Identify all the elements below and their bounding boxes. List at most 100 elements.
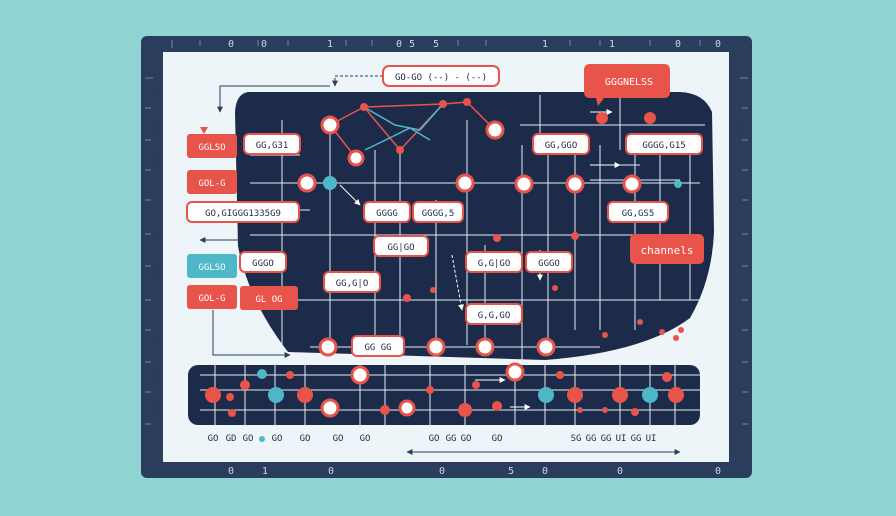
callout-channels: channels bbox=[641, 244, 694, 257]
node[interactable] bbox=[297, 173, 317, 193]
node-label: GGGO bbox=[252, 259, 274, 269]
ruler-label: 0 bbox=[439, 466, 445, 477]
axis-label: UI bbox=[646, 434, 657, 444]
ruler-label: 0 bbox=[715, 39, 721, 50]
node[interactable] bbox=[458, 403, 472, 417]
axis-label: GG bbox=[631, 434, 642, 444]
ring-nodes bbox=[297, 115, 642, 418]
bottom-axis-labels: GO GD GO GO GO GO GO GO GG GO GO SG GG G… bbox=[208, 434, 657, 444]
ruler-label: 0 bbox=[228, 466, 234, 477]
node-label: G,G,GO bbox=[478, 311, 511, 321]
node[interactable] bbox=[320, 398, 340, 418]
node[interactable] bbox=[612, 387, 628, 403]
node[interactable] bbox=[492, 401, 502, 411]
header-label: GO-GO (--) - (--) bbox=[395, 73, 487, 83]
node-label-box[interactable] bbox=[412, 201, 464, 223]
track-nodes bbox=[205, 176, 684, 442]
node[interactable] bbox=[668, 387, 684, 403]
node-label-box[interactable] bbox=[243, 133, 301, 155]
node-label: GG,G|O bbox=[336, 279, 369, 289]
node[interactable] bbox=[642, 387, 658, 403]
node-label-box[interactable] bbox=[465, 303, 523, 325]
node[interactable] bbox=[674, 180, 682, 188]
node-label-box[interactable] bbox=[607, 201, 669, 223]
ruler-label: 0 bbox=[675, 39, 681, 50]
left-label-wide-box[interactable] bbox=[186, 201, 300, 223]
node[interactable] bbox=[257, 369, 267, 379]
node[interactable] bbox=[350, 365, 370, 385]
ruler-label: 11 bbox=[732, 124, 743, 134]
callout-top-right: GGGNELSS bbox=[605, 77, 653, 88]
left-label-red-3-box[interactable] bbox=[187, 285, 237, 309]
node-label-box[interactable] bbox=[323, 271, 381, 293]
left-label-red-1-box[interactable] bbox=[187, 134, 237, 158]
axis-label: GO bbox=[272, 434, 283, 444]
node-label: GL OG bbox=[255, 295, 282, 305]
node-label: G,G|GO bbox=[478, 259, 511, 269]
right-ruler-ticks bbox=[740, 77, 748, 425]
node[interactable] bbox=[323, 176, 337, 190]
left-label-teal: GGLSO bbox=[198, 263, 225, 273]
node-label-box[interactable] bbox=[525, 251, 573, 273]
ruler-label: 1 bbox=[542, 39, 548, 50]
ruler-label: 5 bbox=[508, 466, 514, 477]
node[interactable] bbox=[426, 337, 446, 357]
node-label: GG,GGO bbox=[545, 141, 578, 151]
callout-channels-box[interactable] bbox=[630, 234, 704, 264]
node[interactable] bbox=[320, 115, 340, 135]
node[interactable] bbox=[205, 387, 221, 403]
ruler-label: 1 bbox=[327, 39, 333, 50]
node[interactable] bbox=[455, 173, 475, 193]
ruler-label: 70 bbox=[151, 403, 161, 412]
top-ruler-labels: 0 0 1 0 5 5 1 1 0 0 bbox=[228, 39, 721, 50]
node-label: GGGG bbox=[376, 209, 398, 219]
axis-label: GO bbox=[429, 434, 440, 444]
ruler-label: 0 bbox=[156, 124, 161, 133]
node[interactable] bbox=[505, 362, 525, 382]
left-label-red-2-box[interactable] bbox=[187, 170, 237, 194]
node[interactable] bbox=[485, 120, 505, 140]
node-label-box[interactable] bbox=[465, 251, 523, 273]
axis-label: GO bbox=[360, 434, 371, 444]
node-label-box[interactable] bbox=[240, 286, 298, 310]
node[interactable] bbox=[475, 337, 495, 357]
ruler-label: 0 bbox=[396, 39, 402, 50]
ruler-label: 1 bbox=[156, 337, 161, 346]
node[interactable] bbox=[398, 399, 416, 417]
ruler-label: 1 bbox=[609, 39, 615, 50]
axis-label: GO bbox=[461, 434, 472, 444]
header-label-box[interactable] bbox=[382, 65, 500, 87]
node-label: GG GG bbox=[364, 343, 391, 353]
node[interactable] bbox=[538, 387, 554, 403]
node[interactable] bbox=[622, 174, 642, 194]
node-labels: GG,G31 GG,GGO GGGG,G15 GGGG GGGG,5 GG,GS… bbox=[239, 133, 703, 357]
node[interactable] bbox=[565, 174, 585, 194]
node-label-box[interactable] bbox=[351, 335, 405, 357]
node[interactable] bbox=[567, 387, 583, 403]
node[interactable] bbox=[514, 174, 534, 194]
top-ruler-ticks bbox=[171, 40, 701, 48]
ruler-label: 5 bbox=[433, 39, 439, 50]
node-label: GG,GS5 bbox=[622, 209, 655, 219]
node[interactable] bbox=[268, 387, 284, 403]
node-label-box[interactable] bbox=[532, 133, 590, 155]
node[interactable] bbox=[347, 149, 365, 167]
node-label-box[interactable] bbox=[625, 133, 703, 155]
node-label-box[interactable] bbox=[373, 235, 429, 257]
left-label-red-3: GOL-G bbox=[198, 294, 225, 304]
left-label-red-2: GOL-G bbox=[198, 179, 225, 189]
small-dots bbox=[226, 98, 684, 417]
node-label-box[interactable] bbox=[363, 201, 411, 223]
node[interactable] bbox=[318, 337, 338, 357]
node-label: GGGO bbox=[538, 259, 560, 269]
node-label-box[interactable] bbox=[239, 251, 287, 273]
axis-label: GO bbox=[300, 434, 311, 444]
node[interactable] bbox=[536, 337, 556, 357]
ruler-label: 10 bbox=[151, 231, 161, 240]
node[interactable] bbox=[297, 387, 313, 403]
axis-label: GO bbox=[333, 434, 344, 444]
axis-label: GO bbox=[208, 434, 219, 444]
left-label-teal-box[interactable] bbox=[187, 254, 237, 278]
ruler-label: 5 bbox=[156, 156, 161, 165]
